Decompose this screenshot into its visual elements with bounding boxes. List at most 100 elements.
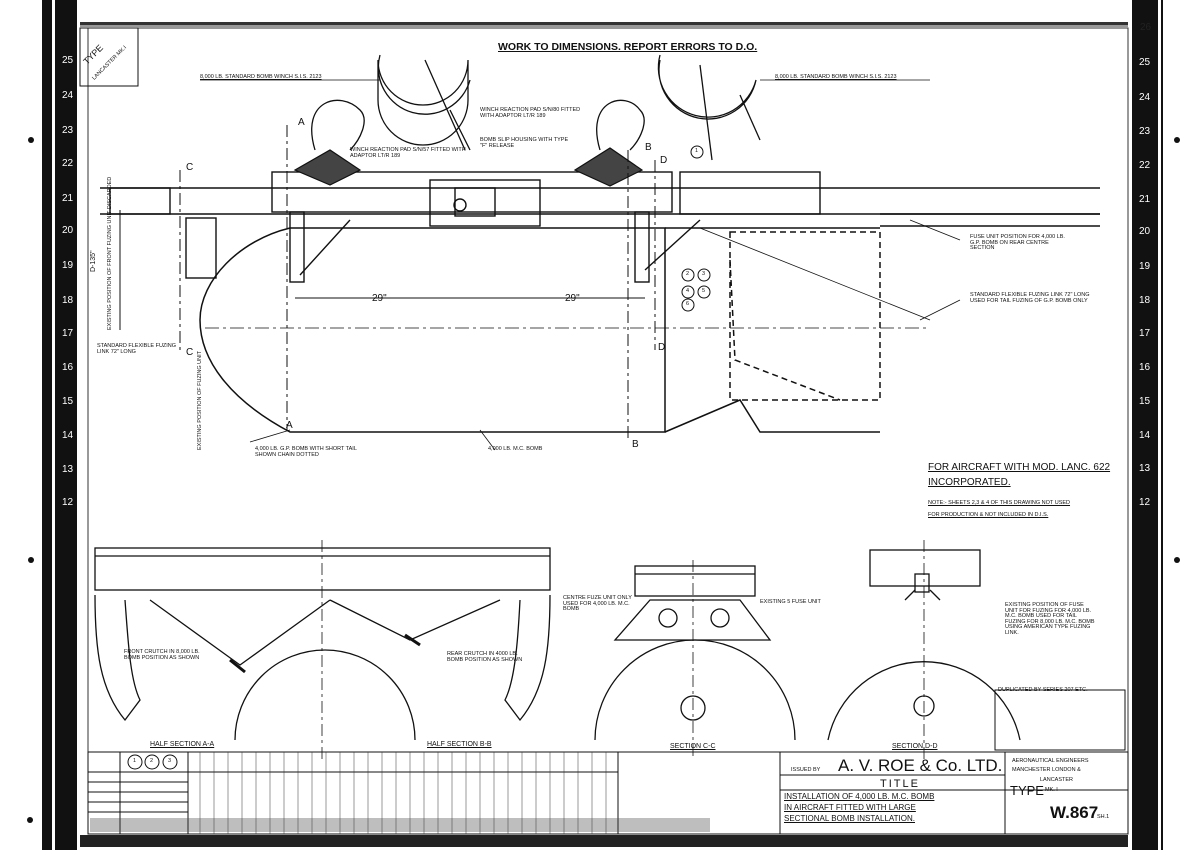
centre-fuze-unit-label: CENTRE FUZE UNIT ONLY USED FOR 4,000 LB.… [563, 595, 632, 612]
mc-bomb-label: 4,000 LB. M.C. BOMB [488, 446, 543, 452]
winch-left-label: 8,000 LB. STANDARD BOMB WINCH S.I.S. 212… [200, 74, 322, 80]
issue-mark: 1 [133, 758, 137, 764]
border-number: 16 [1139, 362, 1151, 373]
section-marker-a-top: A [298, 117, 305, 128]
border-number: 25 [1139, 57, 1151, 68]
border-number: 19 [62, 260, 74, 271]
balloon-label: 3 [702, 271, 706, 277]
half-section-b-label: HALF SECTION B-B [427, 741, 492, 748]
sheet-number: SH.1 [1097, 814, 1110, 820]
balloon-label: 1 [695, 148, 699, 154]
existing-fuzing-unit-label: EXISTING POSITION OF FUZING UNIT [197, 350, 203, 450]
border-number: 15 [62, 396, 74, 407]
front-crutch-label: FRONT CRUTCH IN 8,000 LB. BOMB POSITION … [124, 649, 200, 661]
existing-fuse-unit-label: EXISTING 5 FUSE UNIT [760, 599, 821, 605]
border-number: 17 [1139, 328, 1151, 339]
bomb-outline [199, 227, 931, 433]
section-d-note: EXISTING POSITION OF FUSE UNIT FOR FUZIN… [1005, 602, 1095, 636]
balloon-label: 5 [702, 288, 706, 294]
issue-mark: 2 [150, 758, 154, 764]
half-section-a-label: HALF SECTION A-A [150, 741, 215, 748]
reaction-pad-centre-label: WINCH REACTION PAD S/N/80 FITTED WITH AD… [480, 107, 581, 119]
title-line-3: SECTIONAL BOMB INSTALLATION. [784, 814, 915, 823]
mod-note-line-2: FOR PRODUCTION & NOT INCLUDED IN D.I.S. [928, 512, 1049, 518]
border-number: 14 [1139, 430, 1151, 441]
border-number: 23 [62, 125, 74, 136]
section-marker-a-bottom: A [286, 420, 293, 431]
header-note: WORK TO DIMENSIONS. REPORT ERRORS TO D.O… [498, 41, 758, 53]
mod-note-heading: FOR AIRCRAFT WITH MOD. LANC. 622 [928, 462, 1111, 473]
section-d-label: SECTION D-D [892, 743, 938, 750]
winch-right-label: 8,000 LB. STANDARD BOMB WINCH S.I.S. 212… [775, 74, 897, 80]
border-number: 21 [62, 193, 74, 204]
company-sub-2: MANCHESTER LONDON & [1012, 767, 1081, 773]
border-number: 17 [62, 328, 74, 339]
title-line-2: IN AIRCRAFT FITTED WITH LARGE [784, 803, 916, 812]
title-block-grid [199, 752, 607, 834]
border-number: 20 [62, 225, 74, 236]
balloon-label: 6 [686, 301, 690, 307]
border-number: 21 [1139, 194, 1151, 205]
company-name: A. V. ROE & Co. LTD. [838, 756, 1003, 775]
balloon-label: 4 [686, 288, 690, 294]
revision-block-title: DUPLICATED BY SERIES 207 ETC. [998, 687, 1088, 693]
border-number: 13 [62, 464, 74, 475]
reaction-pad-left-label: WINCH REACTION PAD S/N/57 FITTED WITH AD… [350, 147, 466, 159]
border-number: 16 [62, 362, 74, 373]
mod-note-line-1: NOTE:- SHEETS 2,3 & 4 OF THIS DRAWING NO… [928, 500, 1071, 506]
flexible-fuzing-tail-label: STANDARD FLEXIBLE FUZING LINK 72" LONG U… [970, 292, 1090, 304]
border-number: 14 [62, 430, 74, 441]
balloon-callouts [681, 145, 711, 312]
half-sections-drawing [94, 540, 551, 760]
section-marker-b-top: B [645, 142, 652, 153]
section-c-drawing [594, 560, 796, 760]
leader-lines [200, 79, 961, 451]
border-number: 18 [1139, 295, 1151, 306]
title-block [87, 689, 1129, 835]
border-number: 25 [62, 55, 74, 66]
border-number: 26 [1140, 22, 1152, 33]
border-number: 22 [62, 158, 74, 169]
border-number: 18 [62, 295, 74, 306]
border-number: 20 [1139, 226, 1151, 237]
section-marker-c-top: C [186, 162, 194, 173]
border-number: 12 [62, 497, 74, 508]
issue-circles [127, 754, 178, 770]
section-marker-d-bottom: D [658, 342, 666, 353]
section-d-drawing [827, 540, 1021, 760]
section-marker-c-bottom: C [186, 347, 194, 358]
border-number: 15 [1139, 396, 1151, 407]
fuse-unit-position-label: FUSE UNIT POSITION FOR 4,000 LB. G.P. BO… [970, 234, 1065, 251]
gp-bomb-label: 4,000 LB. G.P. BOMB WITH SHORT TAIL SHOW… [255, 446, 357, 458]
dimension-right: 29" [565, 293, 580, 304]
section-marker-b-bottom: B [632, 439, 639, 450]
section-marker-d-top: D [660, 155, 668, 166]
company-sub-1: AERONAUTICAL ENGINEERS [1012, 758, 1089, 764]
border-number: 24 [1139, 92, 1151, 103]
title-line-1: INSTALLATION OF 4,000 LB. M.C. BOMB [784, 792, 935, 801]
flexible-fuzing-nose-label: STANDARD FLEXIBLE FUZING LINK 72" LONG [97, 343, 177, 355]
border-number: 24 [62, 90, 74, 101]
section-cut-lines [119, 125, 656, 440]
issued-by-label: ISSUED BY [791, 767, 821, 773]
bomb-bay-beam [100, 171, 1100, 227]
dimension-vertical: D-135" [90, 250, 97, 272]
bomb-slip-housing-label: BOMB SLIP HOUSING WITH TYPE "F" RELEASE [480, 137, 569, 149]
border-number: 12 [1139, 497, 1151, 508]
title-label: TITLE [880, 778, 920, 790]
type-label: TYPE [1010, 783, 1044, 798]
type-value: LANCASTER [1040, 777, 1074, 783]
border-number: 23 [1139, 126, 1151, 137]
border-number: 22 [1139, 160, 1151, 171]
border-number: 13 [1139, 463, 1151, 474]
drawing-number: W.867 [1050, 803, 1099, 822]
section-c-label: SECTION C-C [670, 743, 716, 750]
reaction-pads [293, 147, 644, 187]
issue-mark: 3 [168, 758, 172, 764]
existing-front-fuzing-label: EXISTING POSITION OF FRONT FUZING UNIT D… [107, 176, 113, 330]
dimension-left: 29" [372, 293, 387, 304]
type-mark: MK. I [1045, 787, 1058, 793]
rear-crutch-label: REAR CRUTCH IN 4000 LB. BOMB POSITION AS… [447, 651, 523, 663]
